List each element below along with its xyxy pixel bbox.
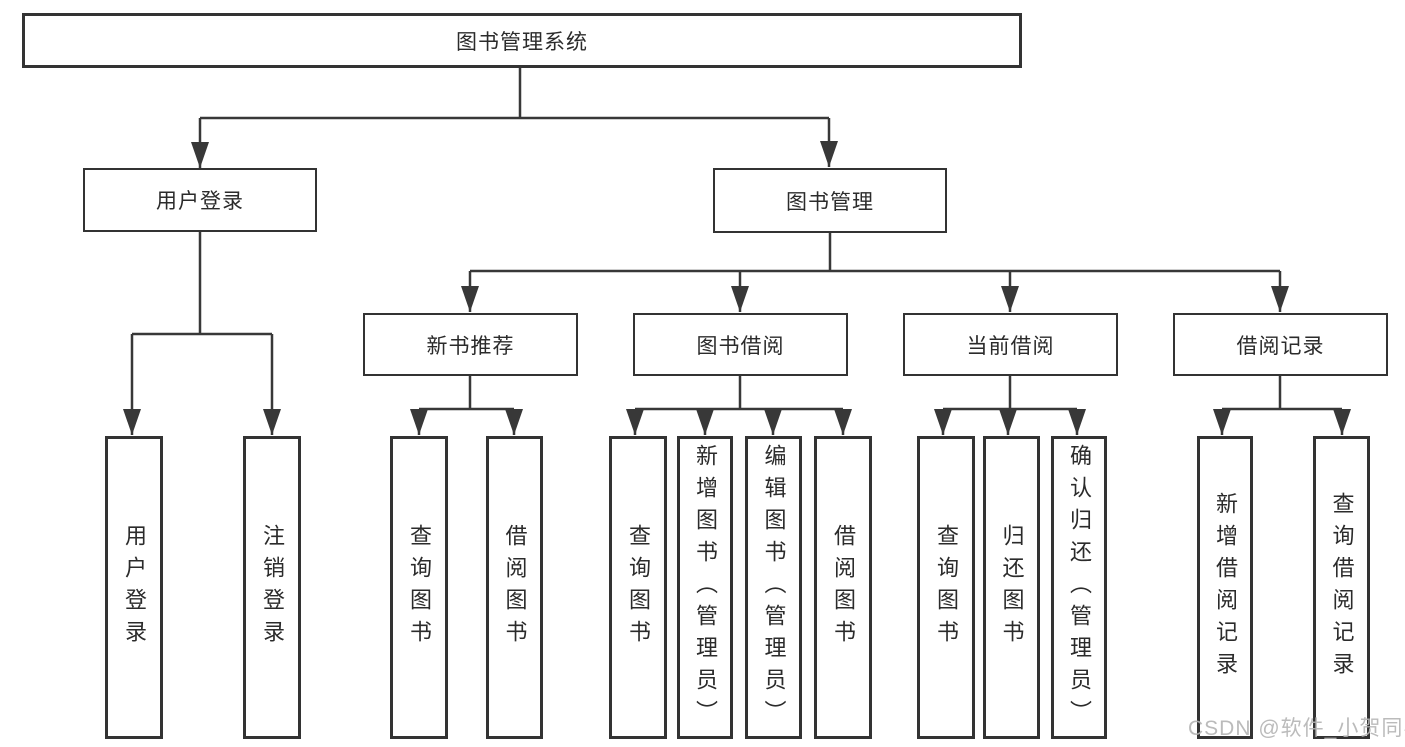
leaf-query-books-recommend: 查询图书: [390, 436, 448, 739]
leaf-confirm-return-admin: 确认归还（管理员）: [1051, 436, 1107, 739]
node-label: 归还图书: [999, 523, 1025, 652]
node-label: 借阅图书: [831, 523, 856, 652]
leaf-query-books-current: 查询图书: [917, 436, 975, 739]
leaf-logout: 注销登录: [243, 436, 301, 739]
leaf-borrow-books: 借阅图书: [814, 436, 872, 739]
leaf-borrow-books-recommend: 借阅图书: [486, 436, 543, 739]
node-label: 新增图书（管理员）: [693, 443, 718, 732]
node-book-borrowing: 图书借阅: [633, 313, 848, 376]
node-label: 确认归还（管理员）: [1067, 443, 1092, 732]
node-label: 查询借阅记录: [1329, 491, 1355, 684]
branch-user-login: 用户登录: [83, 168, 317, 232]
leaf-query-books-borrow: 查询图书: [609, 436, 667, 739]
leaf-edit-books-admin: 编辑图书（管理员）: [745, 436, 802, 739]
node-label: 新增借阅记录: [1213, 491, 1238, 684]
node-label: 编辑图书（管理员）: [761, 443, 787, 732]
node-label: 查询图书: [626, 523, 651, 652]
csdn-watermark: CSDN @软件_小贺同学: [1188, 717, 1405, 740]
node-current-borrowing: 当前借阅: [903, 313, 1118, 376]
node-label: 查询图书: [407, 523, 432, 652]
node-label: 查询图书: [934, 523, 959, 652]
node-borrowing-records: 借阅记录: [1173, 313, 1388, 376]
leaf-add-books-admin: 新增图书（管理员）: [677, 436, 733, 739]
node-new-book-recommendation: 新书推荐: [363, 313, 578, 376]
leaf-query-borrow-record: 查询借阅记录: [1313, 436, 1370, 739]
node-label: 用户登录: [122, 523, 147, 652]
branch-book-management: 图书管理: [713, 168, 947, 233]
leaf-add-borrow-record: 新增借阅记录: [1197, 436, 1253, 739]
root-node-library-management-system: 图书管理系统: [22, 13, 1022, 68]
leaf-user-login: 用户登录: [105, 436, 163, 739]
node-label: 注销登录: [260, 523, 285, 652]
leaf-return-books: 归还图书: [983, 436, 1040, 739]
node-label: 借阅图书: [502, 523, 528, 652]
